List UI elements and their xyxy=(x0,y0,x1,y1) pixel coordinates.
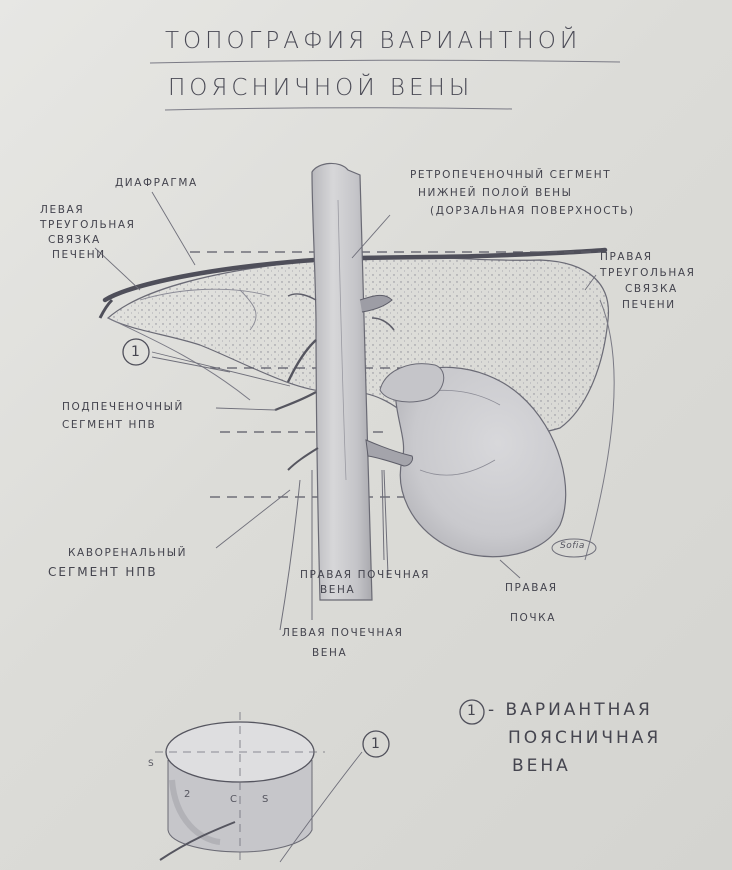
label-right-ligament-1: ПРАВАЯ xyxy=(600,252,653,263)
diaphragm-tip xyxy=(100,300,112,318)
label-right-renal-vein-1: ПРАВАЯ ПОЧЕЧНАЯ xyxy=(300,570,430,581)
label-diaphragm: ДИАФРАГМА xyxy=(115,178,198,189)
cylinder-label-c: C xyxy=(230,795,238,805)
label-right-renal-vein-2: ВЕНА xyxy=(320,585,355,596)
cylinder-marker-text: 1 xyxy=(371,737,381,751)
label-left-ligament-1: ЛЕВАЯ xyxy=(40,205,84,216)
legend-line-1: - ВАРИАНТНАЯ xyxy=(488,702,653,719)
label-left-ligament-3: СВЯЗКА xyxy=(48,235,101,246)
label-right-ligament-3: СВЯЗКА xyxy=(625,284,678,295)
inferior-vena-cava xyxy=(312,163,372,600)
title-underline-2 xyxy=(165,108,512,110)
right-renal-pointer xyxy=(382,470,384,560)
marker-1-text: 1 xyxy=(131,345,141,359)
title-line-1: ТОПОГРАФИЯ ВАРИАНТНОЙ xyxy=(165,30,581,53)
label-cavorenal-2: СЕГМЕНТ НПВ xyxy=(48,566,158,578)
label-retrohepatic-3: (ДОРЗАЛЬНАЯ ПОВЕРХНОСТЬ) xyxy=(430,206,635,217)
label-right-ligament-4: ПЕЧЕНИ xyxy=(622,300,676,311)
label-subhepatic-2: СЕГМЕНТ НПВ xyxy=(62,420,156,431)
vertebra-cylinder xyxy=(155,712,362,862)
cylinder-label-s-right: S xyxy=(262,795,270,805)
label-left-renal-vein-2: ВЕНА xyxy=(312,648,347,659)
label-retrohepatic-2: НИЖНЕЙ ПОЛОЙ ВЕНЫ xyxy=(418,188,573,199)
left-renal-vein-stub xyxy=(288,448,318,470)
label-right-kidney-1: ПРАВАЯ xyxy=(505,583,558,594)
variant-lumbar-vein xyxy=(275,392,316,410)
cylinder-label-2: 2 xyxy=(184,790,192,800)
label-left-ligament-4: ПЕЧЕНИ xyxy=(52,250,106,261)
label-cavorenal-1: КАВОРЕНАЛЬНЫЙ xyxy=(68,548,187,559)
artist-signature: Sofia xyxy=(560,542,585,551)
label-right-kidney-2: ПОЧКА xyxy=(510,613,556,624)
legend-line-2: ПОЯСНИЧНАЯ xyxy=(508,730,661,747)
title-underline-1 xyxy=(150,60,620,63)
title-line-2: ПОЯСНИЧНОЙ ВЕНЫ xyxy=(168,77,473,100)
cylinder-label-s-left: S xyxy=(148,760,155,769)
label-right-ligament-2: ТРЕУГОЛЬНАЯ xyxy=(600,268,696,279)
label-left-renal-vein-1: ЛЕВАЯ ПОЧЕЧНАЯ xyxy=(282,628,404,639)
label-retrohepatic-1: РЕТРОПЕЧЕНОЧНЫЙ СЕГМЕНТ xyxy=(410,170,611,181)
label-left-ligament-2: ТРЕУГОЛЬНАЯ xyxy=(40,220,136,231)
right-renal-pointer xyxy=(384,470,388,575)
label-subhepatic-1: ПОДПЕЧЕНОЧНЫЙ xyxy=(62,402,184,413)
left-renal-vein-pointer xyxy=(280,480,300,630)
legend-line-3: ВЕНА xyxy=(512,758,571,775)
legend-marker-text: 1 xyxy=(467,704,477,718)
